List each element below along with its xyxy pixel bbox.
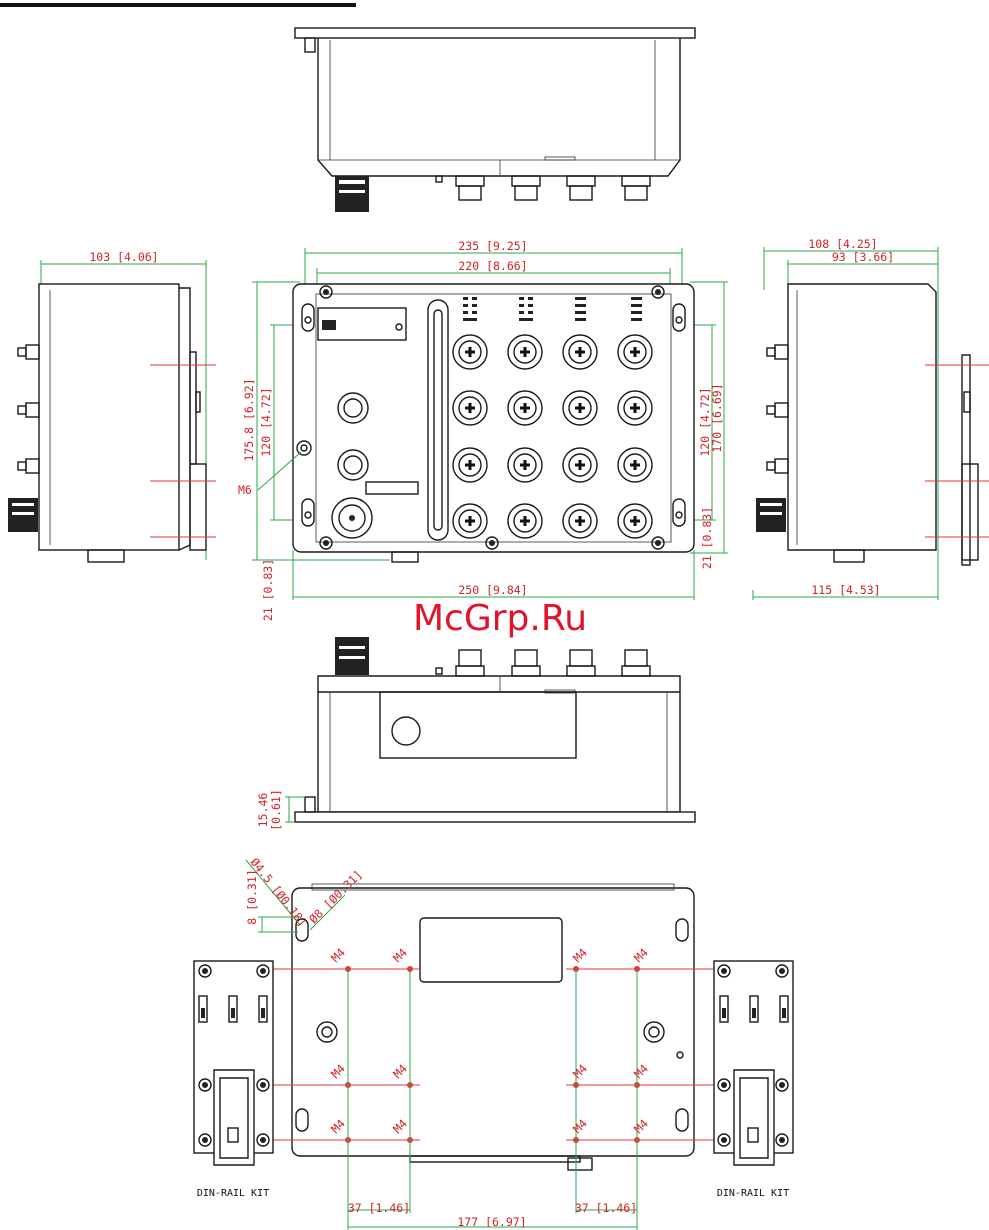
dim-height-right-total: 170 [6.69] xyxy=(710,383,724,452)
dim-offset-left: 21 [0.83] xyxy=(261,559,275,621)
dim-width-total: 235 [9.25] xyxy=(458,239,527,253)
dim-flange-height: 15.46 xyxy=(256,793,270,828)
din-rail-kit-right xyxy=(714,961,793,1165)
watermark: McGrp.Ru xyxy=(413,598,587,639)
dim-height-left-holes: 120 [4.72] xyxy=(259,387,273,456)
dim-flange-height-in: [0.61] xyxy=(269,789,283,831)
front-view xyxy=(252,248,728,600)
dim-pitch-right: 37 [1.46] xyxy=(575,1201,637,1215)
dim-width-base: 250 [9.84] xyxy=(458,583,527,597)
din-rail-right-label: DIN-RAIL KIT xyxy=(717,1188,789,1199)
header-rule xyxy=(0,3,356,7)
dim-right-depth-base: 115 [4.53] xyxy=(811,583,880,597)
dim-slot-height: 8 [0.31] xyxy=(245,869,259,924)
left-view xyxy=(8,260,216,562)
dim-height-total: 175.8 [6.92] xyxy=(242,378,256,461)
right-view xyxy=(753,247,989,600)
top-view xyxy=(295,28,695,212)
dim-offset-right: 21 [0.83] xyxy=(700,507,714,569)
dim-right-depth-total: 108 [4.25] xyxy=(808,237,877,251)
dim-width-inner: 220 [8.66] xyxy=(458,259,527,273)
dim-left-depth: 103 [4.06] xyxy=(89,250,158,264)
bottom-view xyxy=(285,637,695,822)
dim-right-depth-inner: 93 [3.66] xyxy=(832,250,894,264)
din-rail-left-label: DIN-RAIL KIT xyxy=(197,1188,269,1199)
dim-span: 177 [6.97] xyxy=(457,1215,526,1229)
din-rail-kit-left xyxy=(194,961,273,1165)
dim-ground-screw: M6 xyxy=(238,483,252,497)
dim-pitch-left: 37 [1.46] xyxy=(348,1201,410,1215)
